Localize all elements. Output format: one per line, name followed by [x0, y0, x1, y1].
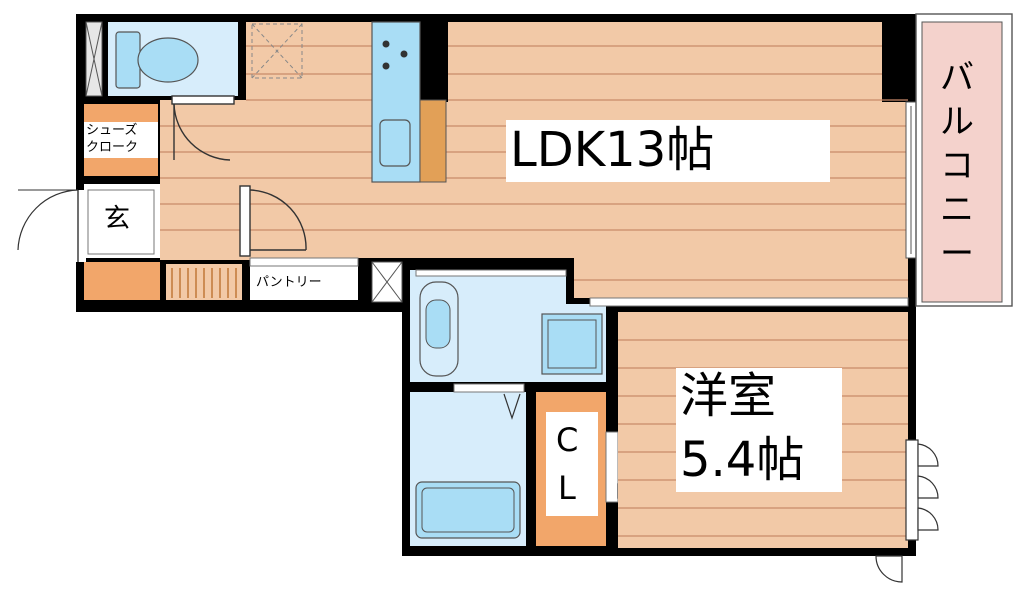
- shoe-closet-label-1: シューズ: [86, 123, 138, 138]
- hall-door: [239, 185, 307, 257]
- ldk-label: LDK13帖: [510, 122, 715, 178]
- balcony-window: [905, 101, 917, 259]
- balcony: [915, 13, 1013, 307]
- room-windows: [875, 439, 939, 583]
- shoe-closet-label-2: クローク: [86, 140, 139, 155]
- storage-hatch: [251, 23, 303, 79]
- toilet-door: [171, 95, 235, 161]
- western-room-size: 5.4帖: [680, 432, 805, 488]
- entrance-label: 玄: [104, 204, 131, 234]
- shoe-closet: [84, 104, 158, 176]
- western-label-bg: [676, 368, 842, 492]
- toilet-room: [85, 21, 238, 97]
- entrance: [17, 184, 160, 300]
- western-room-label: 洋室: [680, 368, 777, 424]
- bathroom: [410, 383, 526, 546]
- closet-label-l: L: [558, 469, 576, 507]
- pantry-label: パントリー: [256, 275, 322, 290]
- kitchen: [371, 21, 448, 183]
- balcony-label: バ ル コ ニ ー: [940, 58, 974, 274]
- closet-label-c: C: [556, 421, 579, 459]
- pipe-shaft: [371, 261, 403, 303]
- washroom: [410, 269, 606, 382]
- pantry: [166, 257, 359, 300]
- ldk-label-bg: [506, 120, 830, 182]
